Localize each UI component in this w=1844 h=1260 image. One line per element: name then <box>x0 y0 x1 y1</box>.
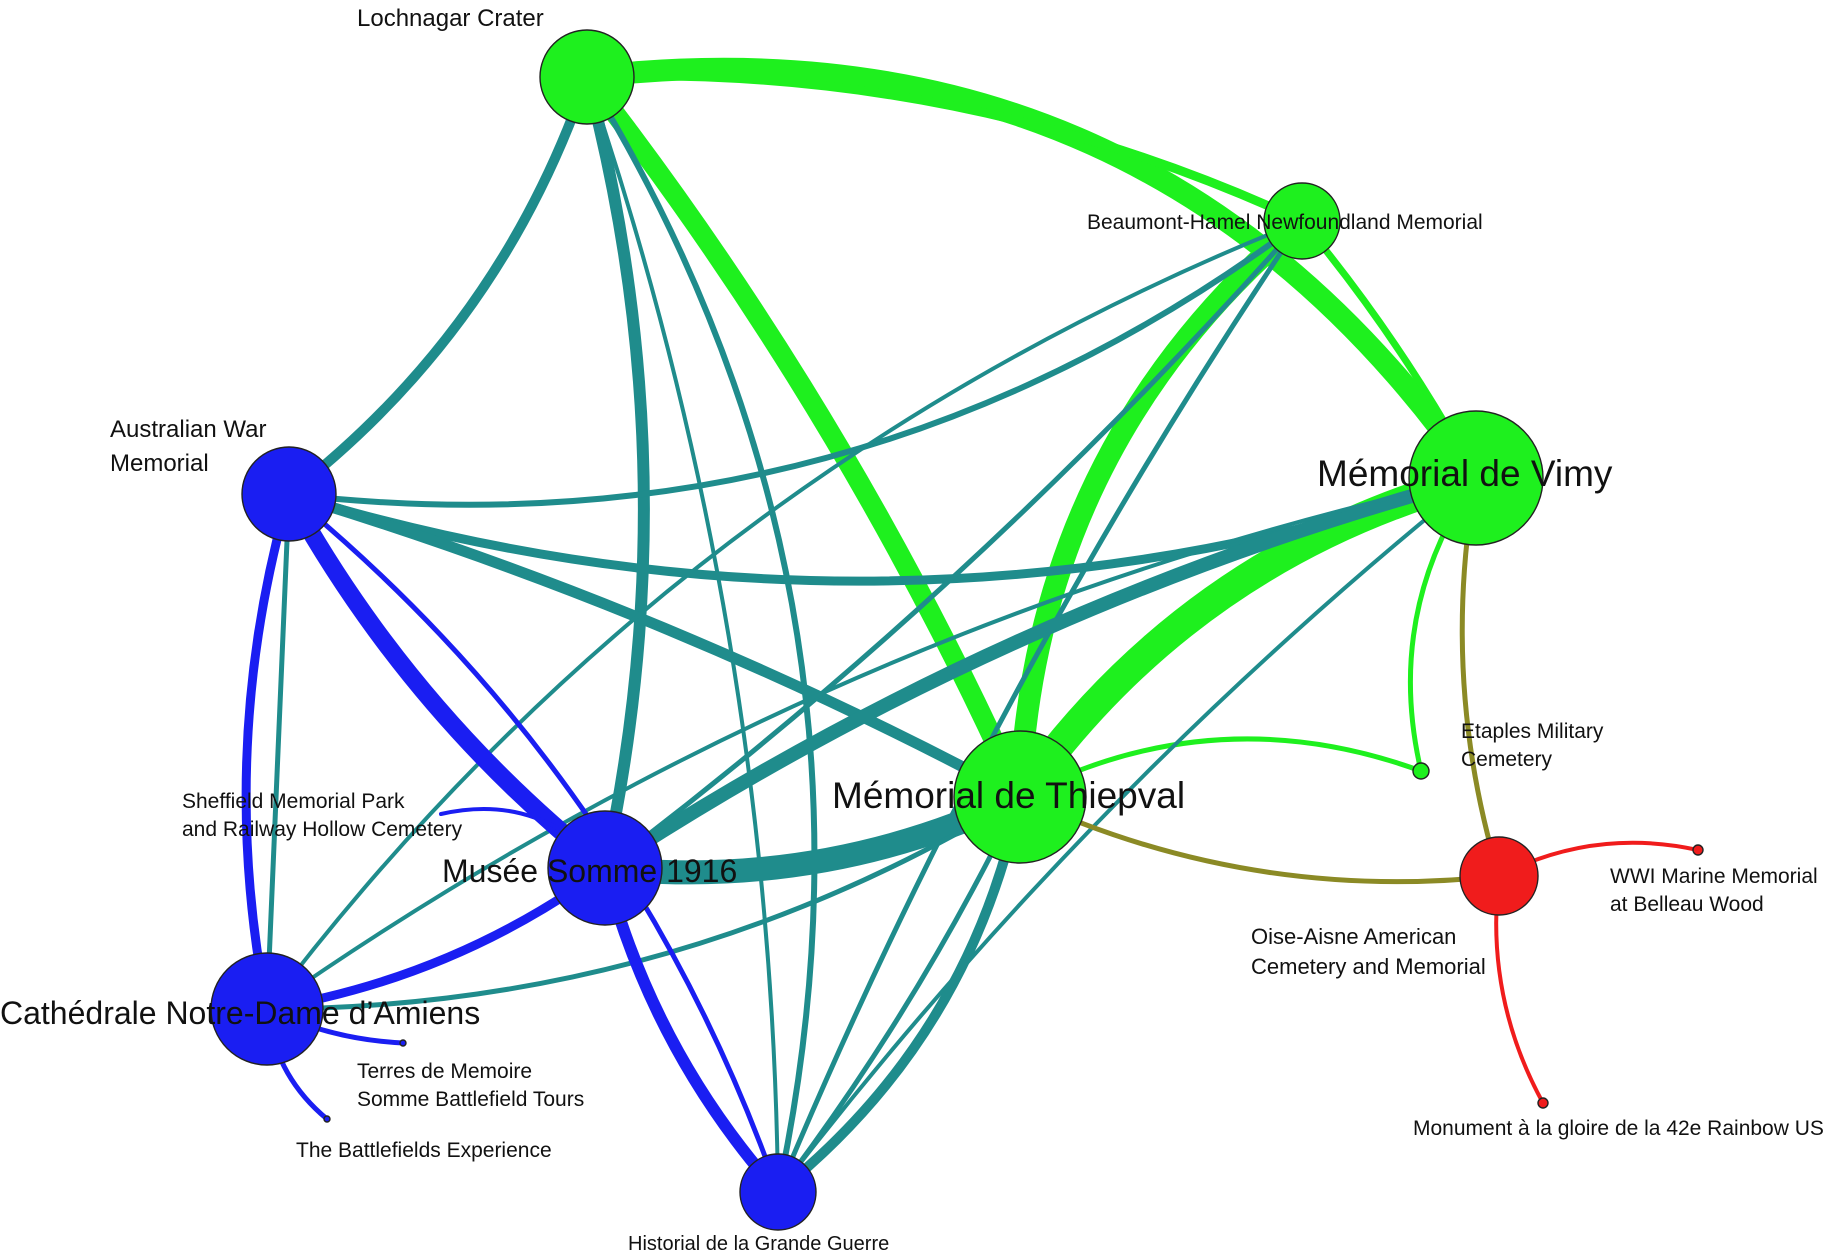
node-thiepval[interactable] <box>953 730 1087 864</box>
edge-australian-beaumont <box>286 218 1305 508</box>
label-terres-line-0: Terres de Memoire <box>357 1060 532 1083</box>
edge-lochnagar-beaumont <box>582 71 1307 226</box>
label-battlefields-line-0: The Battlefields Experience <box>296 1139 552 1162</box>
node-amiens[interactable] <box>210 952 324 1066</box>
label-wwi_marine: WWI Marine Memorial at Belleau Wood <box>1610 865 1818 916</box>
label-oise-line-0: Oise-Aisne American <box>1251 924 1456 949</box>
label-lochnagar: Lochnagar Crater <box>357 5 544 32</box>
edge-australian-amiens <box>241 489 294 1014</box>
label-sheffield-line-1: and Railway Hollow Cemetery <box>182 818 463 841</box>
label-thiepval: Mémorial de Thiepval <box>832 775 1185 816</box>
label-wwi_marine-line-0: WWI Marine Memorial <box>1610 865 1818 888</box>
label-amiens: Cathédrale Notre-Dame d’Amiens <box>0 995 480 1031</box>
node-terres[interactable] <box>399 1039 407 1047</box>
node-musee[interactable] <box>547 810 663 926</box>
node-wwi_marine[interactable] <box>1692 844 1704 856</box>
label-australian-line-0: Australian War <box>110 416 267 443</box>
edge-thiepval-amiens <box>264 794 1023 1012</box>
label-musee-line-0: Musée Somme 1916 <box>442 853 737 889</box>
label-wwi_marine-line-1: at Belleau Wood <box>1610 893 1764 916</box>
label-beaumont: Beaumont-Hamel Newfoundland Memorial <box>1087 211 1483 234</box>
edge-vimy-historial <box>776 476 1478 1194</box>
edge-australian-historial <box>286 491 781 1195</box>
node-battlefields[interactable] <box>323 1115 331 1123</box>
edge-thiepval-oise <box>1017 794 1502 885</box>
node-monument42[interactable] <box>1537 1097 1549 1109</box>
label-terres-line-1: Somme Battlefield Tours <box>357 1088 584 1111</box>
edge-beaumont-amiens <box>265 219 1304 1011</box>
edge-beaumont-musee <box>602 218 1305 871</box>
edge-lochnagar-australian <box>284 72 592 499</box>
edge-lochnagar-thiepval <box>577 67 1030 807</box>
label-amiens-line-0: Cathédrale Notre-Dame d’Amiens <box>0 995 480 1031</box>
label-sheffield: Sheffield Memorial Park and Railway Hollo… <box>182 790 463 841</box>
label-beaumont-line-0: Beaumont-Hamel Newfoundland Memorial <box>1087 211 1483 234</box>
label-thiepval-line-0: Mémorial de Thiepval <box>832 775 1185 816</box>
node-etaples[interactable] <box>1412 762 1430 780</box>
label-battlefields: The Battlefields Experience <box>296 1139 552 1162</box>
edge-beaumont-historial <box>775 218 1305 1195</box>
label-monument42-line-0: Monument à la gloire de la 42e Rainbow U… <box>1413 1117 1824 1140</box>
edge-lochnagar-historial <box>585 75 780 1194</box>
edge-amiens-australian <box>264 491 292 1012</box>
node-lochnagar[interactable] <box>539 29 635 125</box>
node-beaumont[interactable] <box>1263 182 1341 260</box>
label-australian-line-1: Memorial <box>110 450 209 477</box>
label-lochnagar-line-0: Lochnagar Crater <box>357 5 544 32</box>
node-australian[interactable] <box>241 446 337 542</box>
label-vimy-line-0: Mémorial de Vimy <box>1317 453 1613 494</box>
label-sheffield-line-0: Sheffield Memorial Park <box>182 790 405 813</box>
node-layer <box>210 29 1704 1231</box>
node-oise[interactable] <box>1459 836 1539 916</box>
edge-vimy-amiens <box>265 476 1478 1011</box>
edge-australian-thiepval <box>283 488 1026 803</box>
label-historial-line-0: Historial de la Grande Guerre <box>628 1233 889 1255</box>
label-etaples-line-1: Cemetery <box>1461 748 1553 771</box>
label-vimy: Mémorial de Vimy <box>1317 453 1613 494</box>
label-monument42: Monument à la gloire de la 42e Rainbow U… <box>1413 1117 1824 1140</box>
label-historial: Historial de la Grande Guerre <box>628 1233 889 1255</box>
node-historial[interactable] <box>739 1153 817 1231</box>
edge-vimy-musee <box>598 471 1483 875</box>
edge-lochnagar-musee <box>581 71 650 874</box>
label-musee: Musée Somme 1916 <box>442 853 737 889</box>
label-etaples-line-0: Etaples Military <box>1461 720 1604 743</box>
node-vimy[interactable] <box>1408 410 1544 546</box>
edge-vimy-thiepval <box>1005 463 1491 812</box>
label-oise-line-1: Cemetery and Memorial <box>1251 954 1486 979</box>
edge-lochnagar-historial <box>584 74 818 1195</box>
edge-beaumont-thiepval <box>1009 210 1313 808</box>
